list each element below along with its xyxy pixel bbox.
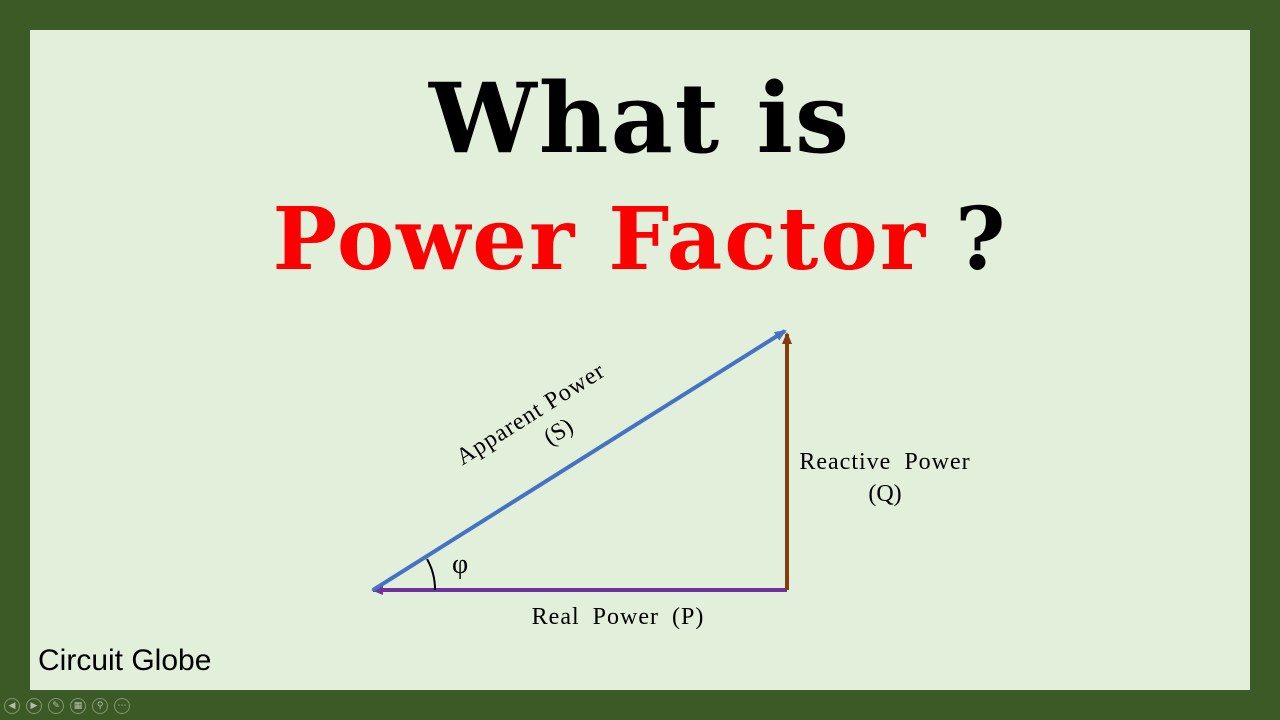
zoom-icon[interactable]: ⚲ bbox=[92, 698, 108, 714]
apparent-power-vector bbox=[371, 329, 787, 592]
pen-icon[interactable]: ✎ bbox=[48, 698, 64, 714]
slideshow-controls: ◀ ▶ ✎ ▦ ⚲ ⋯ bbox=[4, 698, 130, 716]
angle-arc bbox=[426, 558, 437, 591]
real-power-label: Real Power (P) bbox=[532, 604, 705, 630]
brand-label: Circuit Globe bbox=[38, 644, 212, 677]
more-icon[interactable]: ⋯ bbox=[114, 698, 130, 714]
title-question-mark: ? bbox=[955, 189, 1008, 290]
prev-icon[interactable]: ◀ bbox=[4, 698, 20, 714]
angle-symbol: φ bbox=[452, 549, 468, 580]
next-icon[interactable]: ▶ bbox=[26, 698, 42, 714]
reactive-power-label: Reactive Power bbox=[799, 449, 970, 475]
reactive-power-symbol: (Q) bbox=[868, 481, 901, 507]
title-line-2: Power Factor? bbox=[30, 190, 1250, 290]
slides-icon[interactable]: ▦ bbox=[70, 698, 86, 714]
power-triangle-diagram: φ Apparent Power (S) Reactive Power (Q) … bbox=[371, 329, 970, 630]
title-line-1: What is bbox=[428, 62, 852, 175]
slide: What is Power Factor? bbox=[30, 30, 1250, 690]
title-highlight: Power Factor bbox=[272, 189, 928, 290]
